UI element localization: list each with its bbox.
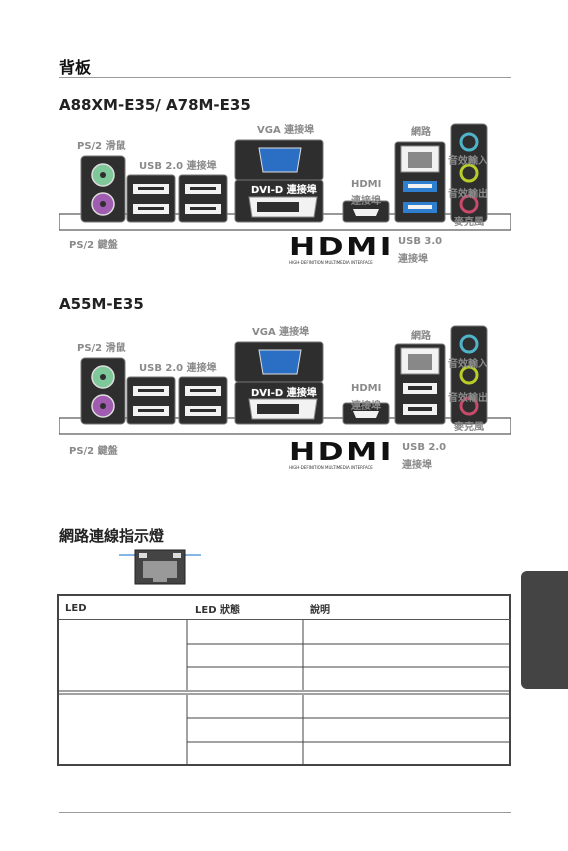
p2-label-mic: 麥克風 — [454, 422, 484, 433]
p2-label-ps2-keyboard: PS/2 鍵盤 — [69, 446, 118, 457]
page-title: 背板 — [59, 58, 92, 77]
p1-label-mic: 麥克風 — [454, 217, 484, 228]
footer-divider — [59, 812, 511, 813]
hdmi-logo-tagline: HIGH-DEFINITION MULTIMEDIA INTERFACE — [289, 260, 373, 265]
hdmi-logo-word: HDMI — [289, 437, 394, 466]
p1-label-usb-right-port: 連接埠 — [398, 254, 428, 265]
header-description: 說明 — [304, 597, 511, 620]
p2-label-line-out: 音效輸出 — [448, 393, 488, 404]
p2-label-hdmi: HDMI — [351, 383, 382, 394]
table-header-row: LED LED 狀態 說明 — [59, 597, 511, 620]
section-title-a55m: A55M-E35 — [59, 295, 144, 313]
p1-label-usb20: USB 2.0 連接埠 — [139, 161, 217, 172]
section-title-lan-led: 網路連線指示燈 — [59, 527, 165, 545]
led-table-grid — [59, 620, 511, 764]
led-table-frame — [57, 594, 511, 766]
line-out-jack — [459, 163, 479, 183]
p2-label-usb-right-port: 連接埠 — [402, 460, 432, 471]
mic-jack — [459, 194, 479, 214]
p2-label-usb20: USB 2.0 連接埠 — [139, 363, 217, 374]
p1-label-usb-right: USB 3.0 — [398, 236, 443, 247]
p2-label-ps2-mouse: PS/2 滑鼠 — [77, 343, 126, 354]
p2-label-dvi: DVI-D 連接埠 — [251, 388, 317, 399]
header-led-status: LED 狀態 — [189, 597, 304, 620]
p1-label-dvi: DVI-D 連接埠 — [251, 185, 317, 196]
section-title-a88xm: A88XM-E35/ A78M-E35 — [59, 96, 251, 114]
line-in-jack — [459, 132, 479, 152]
back-panel-diagram-2 — [59, 325, 511, 435]
language-side-tab — [521, 571, 568, 689]
hdmi-logo-tagline: HIGH-DEFINITION MULTIMEDIA INTERFACE — [289, 465, 373, 470]
p2-label-lan: 網路 — [411, 331, 431, 342]
hdmi-logo-word: HDMI — [289, 232, 394, 261]
p1-label-hdmi: HDMI — [351, 179, 382, 190]
p1-label-ps2-keyboard: PS/2 鍵盤 — [69, 240, 118, 251]
p1-label-lan: 網路 — [411, 127, 431, 138]
back-panel-diagram-1 — [59, 123, 511, 231]
led-status-table: LED LED 狀態 說明 — [59, 597, 511, 620]
hdmi-logo-2: HDMI HIGH-DEFINITION MULTIMEDIA INTERFAC… — [289, 439, 391, 470]
header-led: LED — [59, 597, 189, 620]
p2-label-vga: VGA 連接埠 — [252, 327, 310, 338]
hdmi-logo-1: HDMI HIGH-DEFINITION MULTIMEDIA INTERFAC… — [289, 234, 391, 265]
lan-port-icon — [119, 549, 201, 585]
p2-label-usb-right: USB 2.0 — [402, 442, 447, 453]
p2-label-hdmi-port: 連接埠 — [351, 401, 381, 412]
p2-label-line-in: 音效輸入 — [448, 359, 488, 370]
p1-label-hdmi-port: 連接埠 — [351, 196, 381, 207]
p1-label-line-in: 音效輸入 — [448, 156, 488, 167]
p1-label-ps2-mouse: PS/2 滑鼠 — [77, 141, 126, 152]
p1-label-line-out: 音效輸出 — [448, 189, 488, 200]
title-divider — [59, 77, 511, 78]
p1-label-vga: VGA 連接埠 — [257, 125, 315, 136]
